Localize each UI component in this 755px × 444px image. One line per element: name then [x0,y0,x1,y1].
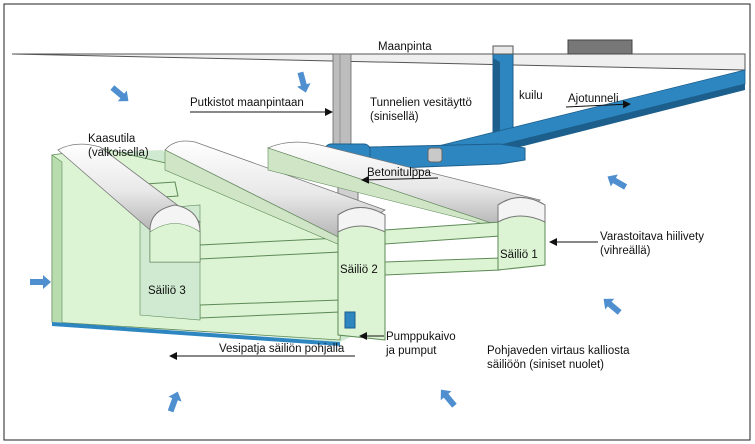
tunnel-water-filling-label: Tunnelien vesitäyttö [370,97,472,109]
groundwater-arrow [435,385,460,411]
groundwater-arrow [603,170,630,194]
pump-well-label: Pumppukaivo [386,331,456,343]
gas-space-label: Kaasutila [88,133,136,145]
ground-surface-label: Maanpinta [378,41,432,53]
shaft-label: kuilu [519,90,543,102]
groundwater-arrow [107,82,133,107]
water-bed-label: Vesipatja säiliön pohjalla [219,343,345,355]
leader-lines [169,100,631,360]
tunnel-water-filling-note: (sinisellä) [370,111,419,123]
piping-column [332,53,352,155]
stored-hydrocarbon-note: (vihreällä) [600,245,651,257]
figure-border [3,3,751,441]
gas-space-note: (valkoisella) [88,147,149,159]
tank-1 [266,141,546,276]
surface-building [567,39,633,55]
tank-3-label: Säiliö 3 [148,285,186,297]
concrete-plug-label: Betonitulppa [367,167,432,179]
stored-hydrocarbon-label: Varastoitava hiilivety [600,231,704,243]
tank-1-label: Säiliö 1 [500,249,538,261]
drive-tunnel-label: Ajotunneli [568,93,619,105]
groundwater-flow-label: Pohjaveden virtaus kalliosta [487,345,630,357]
groundwater-arrow [164,389,185,414]
groundwater-flow-note: säiliöön (siniset nuolet) [487,359,604,371]
tank-2 [164,140,386,341]
groundwater-arrow [599,293,625,318]
piping-to-surface-label: Putkistot maanpintaan [190,97,304,109]
ground-surface-plane [11,53,746,71]
pump-well-note: ja pumput [385,345,437,357]
tank-2-label: Säiliö 2 [340,264,378,276]
groundwater-arrow [293,70,313,95]
pump-well [344,311,356,329]
groundwater-arrow [30,275,51,289]
